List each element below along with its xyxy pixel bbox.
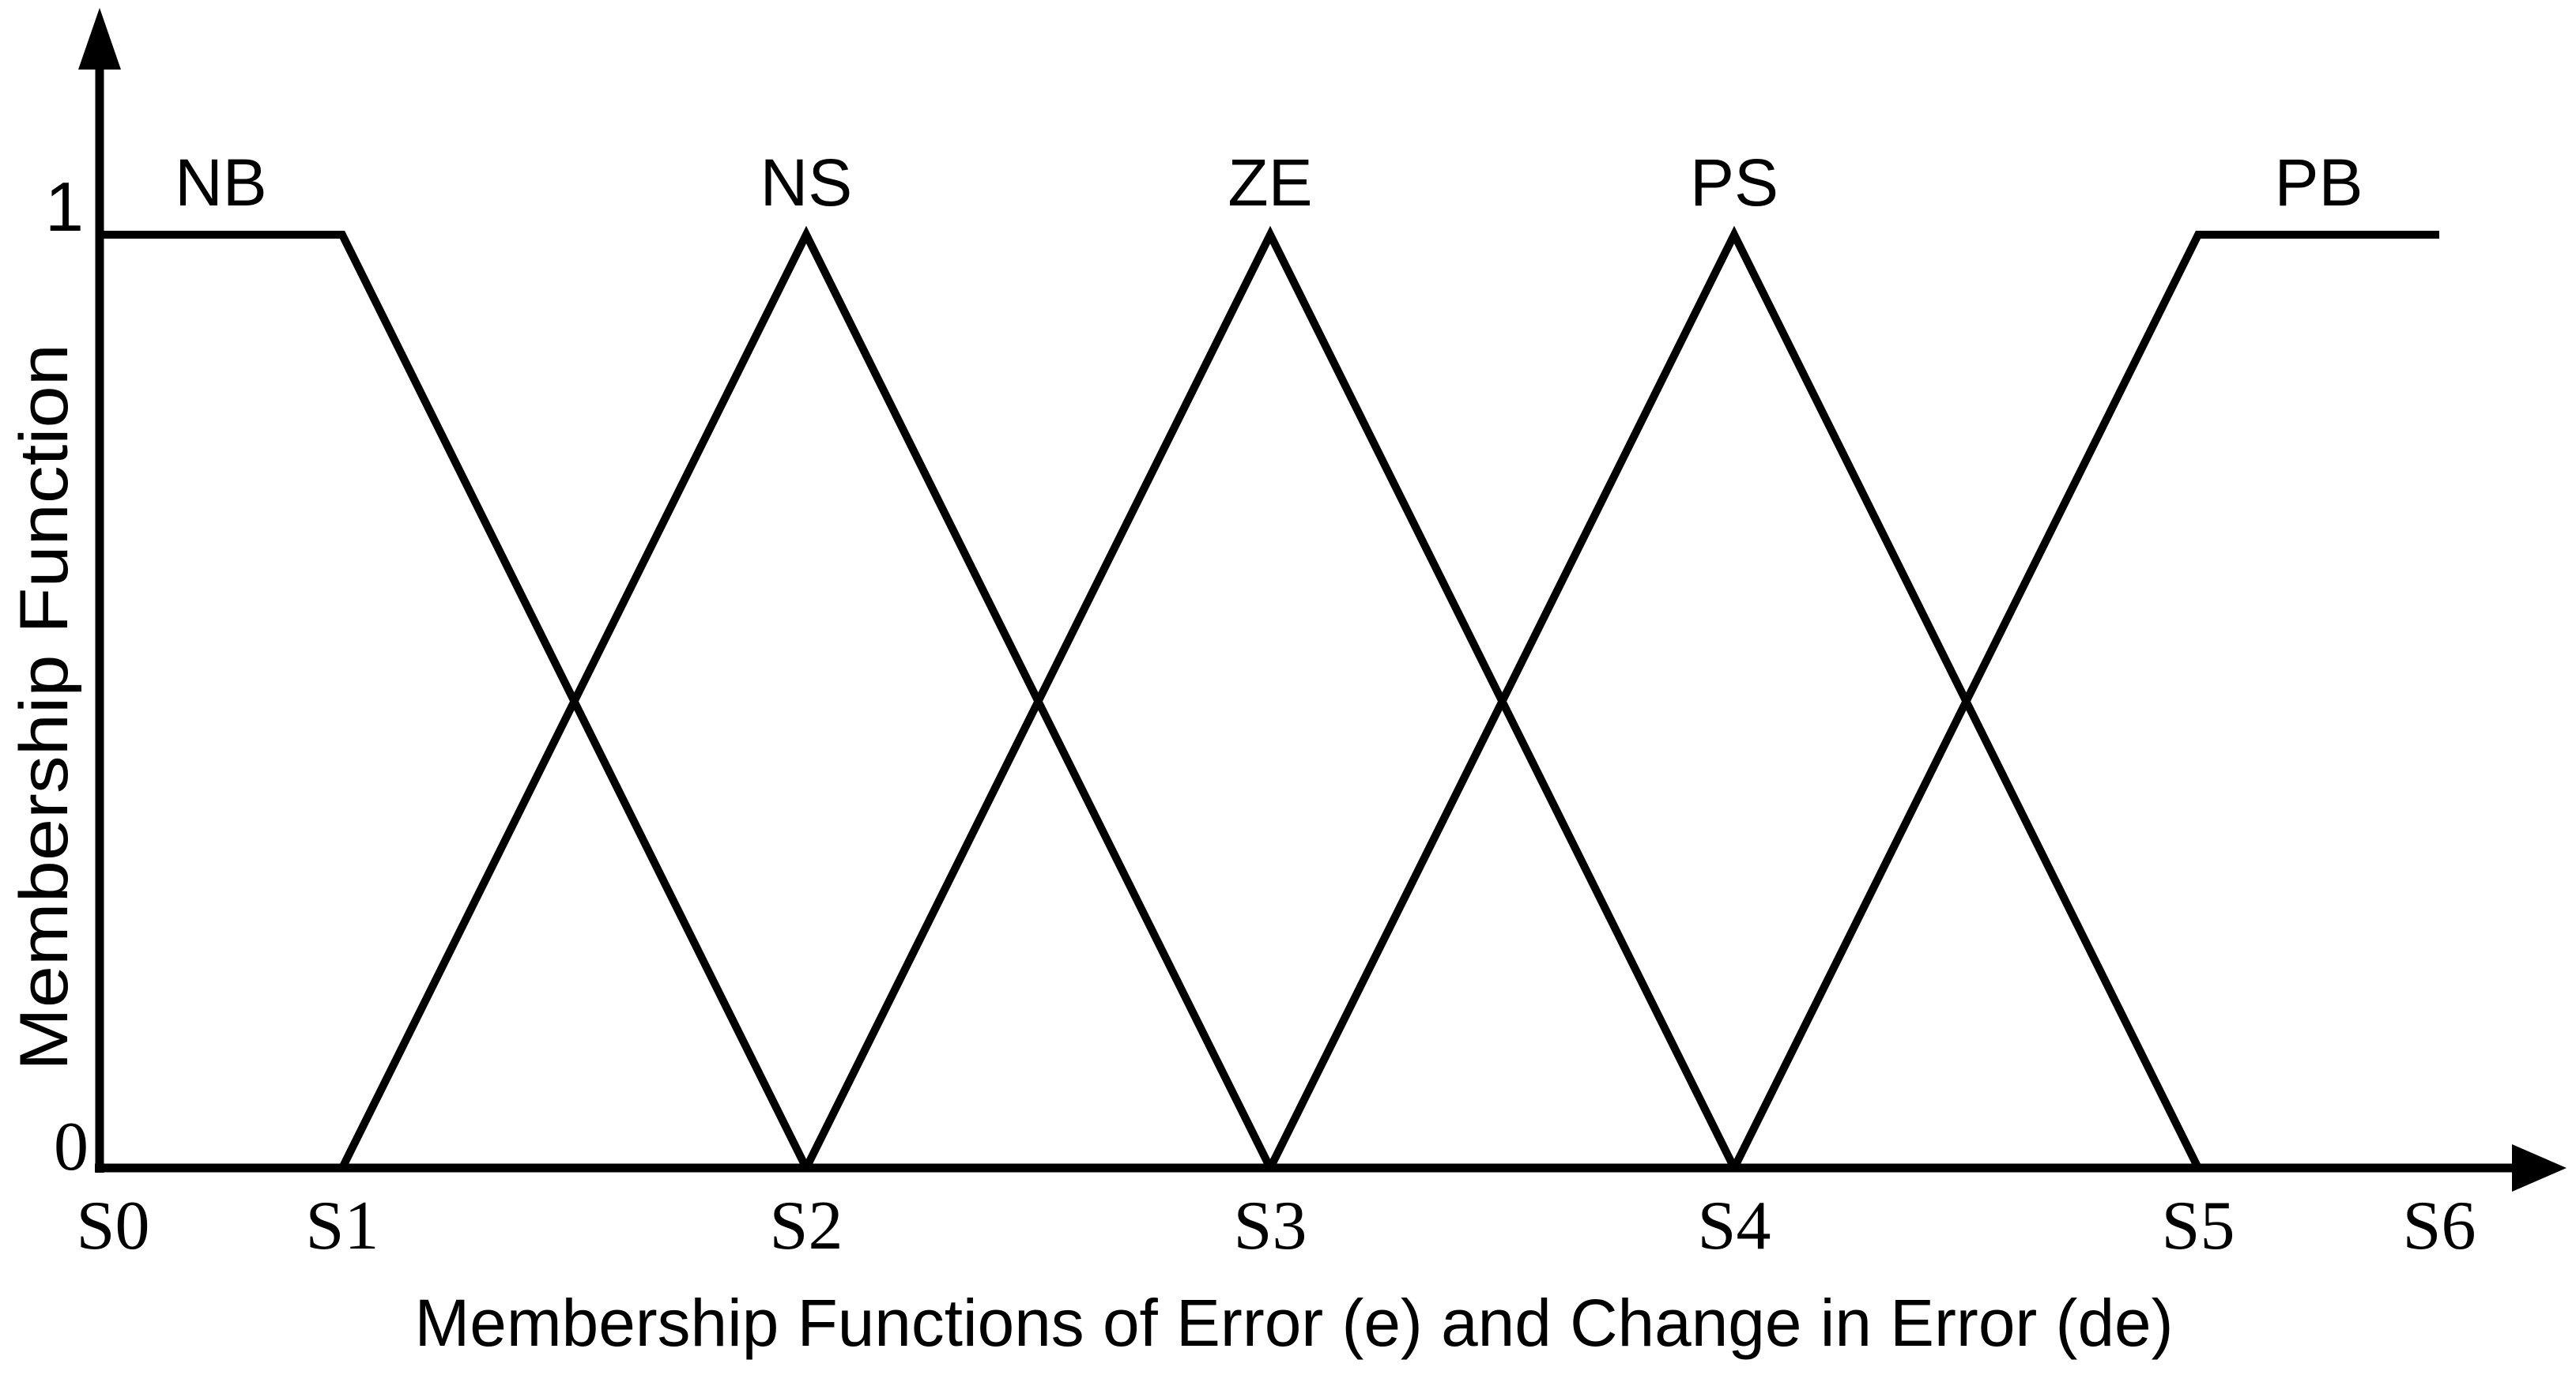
membership-curve-NB: [100, 231, 810, 1170]
y-axis-arrowhead-icon: [78, 8, 121, 70]
y-axis: 1 0 Membership Function: [6, 8, 121, 1185]
y-axis-tick-label-1: 1: [45, 168, 84, 246]
curve-label-PS: PS: [1690, 145, 1778, 220]
x-tick-label-S2: S2: [770, 1188, 843, 1264]
x-tick-label-S3: S3: [1234, 1188, 1307, 1264]
x-tick-labels: S0 S1 S2 S3 S4 S5 S6: [77, 1188, 2476, 1264]
curve-label-NS: NS: [760, 145, 853, 220]
x-axis-arrowhead-icon: [2512, 1144, 2567, 1192]
x-tick-label-S1: S1: [306, 1188, 379, 1264]
curve-label-NB: NB: [175, 145, 267, 220]
membership-curve-PB: [1730, 231, 2439, 1170]
y-axis-title: Membership Function: [6, 344, 82, 1071]
membership-curve-NS: [338, 225, 1274, 1170]
x-tick-label-S4: S4: [1698, 1188, 1771, 1264]
curve-labels: NB NS ZE PS PB: [175, 145, 2363, 220]
x-tick-label-S5: S5: [2162, 1188, 2235, 1264]
x-axis: S0 S1 S2 S3 S4 S5 S6 Membership Functions of E…: [77, 1144, 2567, 1360]
membership-curve-PS: [1266, 225, 2202, 1170]
y-axis-tick-label-0: 0: [54, 1109, 89, 1185]
x-tick-label-S6: S6: [2403, 1188, 2476, 1264]
x-tick-label-S0: S0: [77, 1188, 150, 1264]
curve-label-ZE: ZE: [1228, 145, 1312, 220]
curve-label-PB: PB: [2274, 145, 2363, 220]
x-axis-caption: Membership Functions of Error (e) and Ch…: [415, 1286, 2174, 1360]
membership-curve-ZE: [802, 225, 1738, 1170]
membership-curves: [100, 225, 2439, 1170]
